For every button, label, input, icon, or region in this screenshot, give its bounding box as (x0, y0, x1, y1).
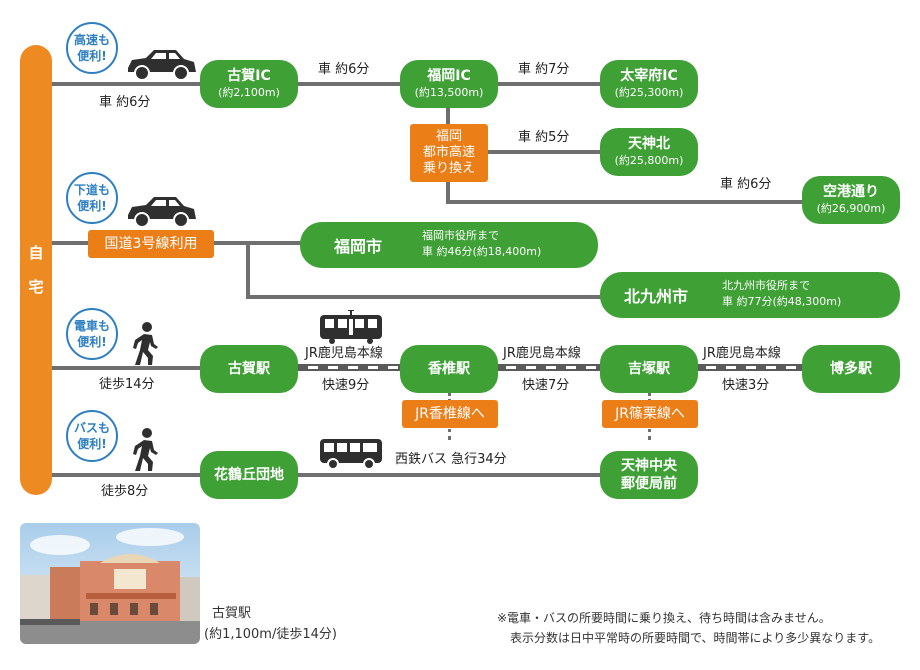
footnote: ※電車・バスの所要時間に乗り換え、待ち時間は含みません。 (497, 611, 831, 625)
urban-expressway-transfer: 福岡 都市高速 乗り換え (410, 124, 488, 182)
tenjin-chuo-post-office-node: 天神中央 郵便局前 (600, 451, 698, 499)
photo-subcaption: (約1,100m/徒歩14分) (204, 627, 337, 642)
bus-icon (320, 439, 382, 470)
yoshizuka-station-node: 吉塚駅 (600, 345, 698, 393)
bus-route: 西鉄バス 急行34分 (395, 452, 507, 467)
connector-line (52, 366, 212, 370)
highway-seg2-time: 車 約7分 (518, 62, 570, 77)
home-char: 宅 (28, 278, 44, 296)
kashii-line-transfer: JR香椎線へ (402, 400, 498, 428)
connector-line (488, 150, 618, 154)
connector-line (246, 243, 250, 299)
koga-ic-node: 古賀IC (約2,100m) (200, 60, 298, 108)
highway-seg3-time: 車 約5分 (518, 130, 570, 145)
kitakyushu-city-node: 北九州市 北九州市役所まで 車 約77分(約48,300m) (600, 272, 900, 318)
car-icon (128, 197, 196, 228)
tenjin-kita-node: 天神北 (約25,800m) (600, 128, 698, 176)
connector-line (246, 295, 616, 299)
local-road-bubble: 下道も便利! (66, 172, 118, 224)
fukuoka-ic-node: 福岡IC (約13,500m) (400, 60, 498, 108)
rail-track (696, 364, 812, 371)
sasaguri-line-transfer: JR篠栗線へ (602, 400, 698, 428)
bus-walk-time: 徒歩8分 (101, 484, 149, 499)
bus-bubble: バスも便利! (66, 410, 118, 462)
walker-icon (133, 322, 158, 365)
walker-icon (133, 428, 158, 471)
highway-seg4-time: 車 約6分 (720, 177, 772, 192)
home-bar: 自 宅 (20, 45, 52, 495)
connector-line (52, 473, 612, 477)
train-time3: 快速3分 (722, 378, 770, 393)
rail-track (298, 364, 404, 371)
connector-line (52, 82, 612, 86)
koga-station-photo (20, 523, 200, 644)
highway-home-time: 車 約6分 (99, 95, 151, 110)
dazaifu-ic-node: 太宰府IC (約25,300m) (600, 60, 698, 108)
highway-bubble: 高速も便利! (66, 22, 118, 74)
train-bubble: 電車も便利! (66, 308, 118, 360)
kakaku-danchi-node: 花鶴丘団地 (200, 451, 298, 499)
kashii-station-node: 香椎駅 (400, 345, 498, 393)
train-line1: JR鹿児島本線 (305, 346, 383, 361)
train-time2: 快速7分 (522, 378, 570, 393)
train-walk-time: 徒歩14分 (99, 377, 155, 392)
train-line3: JR鹿児島本線 (703, 346, 781, 361)
connector-line (446, 200, 816, 204)
airport-street-node: 空港通り (約26,900m) (802, 176, 900, 224)
home-char: 自 (28, 244, 44, 262)
koga-station-node: 古賀駅 (200, 345, 298, 393)
train-line2: JR鹿児島本線 (503, 346, 581, 361)
photo-caption: 古賀駅 (212, 606, 252, 621)
fukuoka-city-node: 福岡市 福岡市役所まで 車 約46分(約18,400m) (300, 222, 598, 268)
car-icon (128, 50, 196, 81)
train-icon (320, 310, 382, 344)
rail-track (496, 364, 604, 371)
highway-seg1-time: 車 約6分 (318, 62, 370, 77)
route3-node: 国道3号線利用 (88, 230, 214, 258)
footnote: 表示分数は日中平常時の所要時間で、時間帯により多少異なります。 (510, 631, 881, 645)
hakata-station-node: 博多駅 (802, 345, 900, 393)
train-time1: 快速9分 (322, 378, 370, 393)
